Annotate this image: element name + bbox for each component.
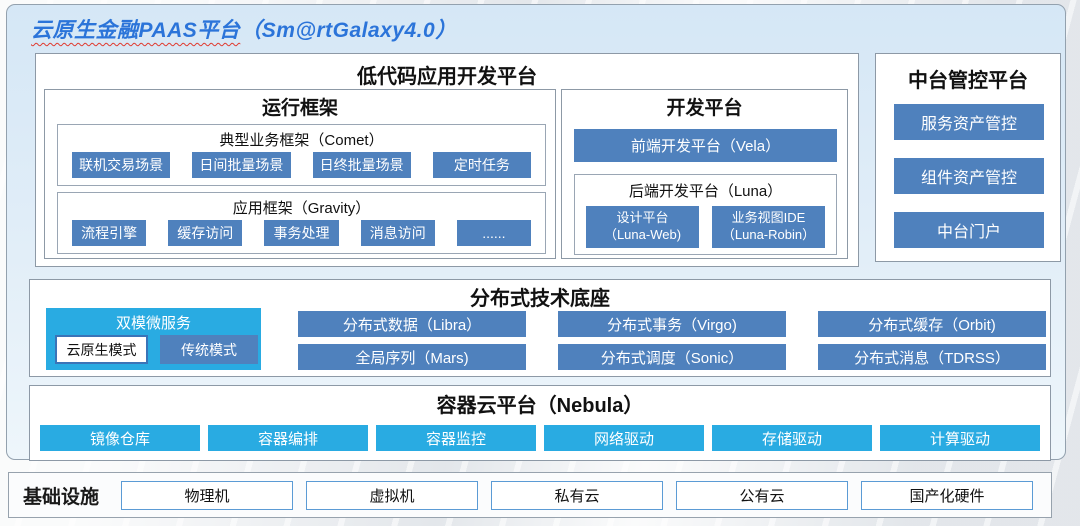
comet-framework-box: 典型业务框架（Comet） 联机交易场景 日间批量场景 日终批量场景 定时任务	[57, 124, 546, 186]
container-orchestration: 容器编排	[208, 425, 368, 451]
storage-driver: 存储驱动	[712, 425, 872, 451]
nebula-title: 容器云平台（Nebula）	[436, 395, 644, 417]
midplatform-title: 中台管控平台	[908, 70, 1028, 92]
image-registry: 镜像仓库	[40, 425, 200, 451]
luna-backend-title: 后端开发平台（Luna）	[628, 183, 783, 200]
infrastructure-box: 基础设施 物理机 虚拟机 私有云 公有云 国产化硬件	[8, 472, 1052, 518]
virtual-machine: 虚拟机	[306, 480, 479, 510]
page-title-main: 云原生金融PAAS平台	[31, 19, 241, 42]
vela-frontend-platform: 前端开发平台（Vela）	[574, 129, 837, 162]
lowcode-platform-title: 低代码应用开发平台	[357, 66, 537, 88]
gravity-item: 事务处理	[264, 220, 339, 246]
distributed-row-2: 全局序列（Mars) 分布式调度（Sonic） 分布式消息（TDRSS）	[298, 344, 1046, 370]
distributed-scheduler-sonic: 分布式调度（Sonic）	[558, 344, 786, 370]
cloud-native-mode: 云原生模式	[55, 335, 148, 364]
distributed-tech-base-box: 分布式技术底座 双模微服务 云原生模式 传统模式 分布式数据（Libra） 分布…	[29, 279, 1051, 377]
distributed-row-1: 分布式数据（Libra） 分布式事务（Virgo) 分布式缓存（Orbit)	[298, 311, 1046, 337]
gravity-item: 消息访问	[360, 220, 435, 246]
gravity-framework-box: 应用框架（Gravity） 流程引擎 缓存访问 事务处理 消息访问 ......	[57, 192, 546, 254]
luna-web-line2: （Luna-Web)	[603, 227, 682, 242]
midplatform-portal: 中台门户	[894, 212, 1044, 248]
dual-mode-title: 双模微服务	[115, 315, 191, 332]
nebula-container-cloud-box: 容器云平台（Nebula） 镜像仓库 容器编排 容器监控 网络驱动 存储驱动 计…	[29, 385, 1051, 461]
comet-item: 日间批量场景	[192, 152, 291, 178]
gravity-item-ellipsis: ......	[456, 220, 532, 246]
gravity-items-row: 流程引擎 缓存访问 事务处理 消息访问 ......	[58, 220, 545, 246]
runtime-framework-title: 运行框架	[261, 98, 338, 119]
page-title: 云原生金融PAAS平台（Sm@rtGalaxy4.0）	[31, 14, 457, 44]
distributed-tech-base-title: 分布式技术底座	[470, 288, 610, 310]
container-monitoring: 容器监控	[376, 425, 536, 451]
gravity-framework-title: 应用框架（Gravity）	[232, 200, 371, 217]
midplatform-control-box: 中台管控平台 服务资产管控 组件资产管控 中台门户	[875, 53, 1061, 262]
luna-items-row: 设计平台 （Luna-Web) 业务视图IDE （Luna-Robin）	[575, 206, 836, 248]
comet-item: 日终批量场景	[312, 152, 411, 178]
distributed-transaction-virgo: 分布式事务（Virgo)	[558, 311, 786, 337]
distributed-message-tdrss: 分布式消息（TDRSS）	[818, 344, 1046, 370]
luna-robin-line1: 业务视图IDE	[731, 210, 806, 226]
nebula-items-row: 镜像仓库 容器编排 容器监控 网络驱动 存储驱动 计算驱动	[30, 425, 1050, 451]
gravity-item: 流程引擎	[72, 220, 147, 246]
infrastructure-items-row: 物理机 虚拟机 私有云 公有云 国产化硬件	[121, 480, 1034, 510]
component-asset-control: 组件资产管控	[894, 158, 1044, 194]
dev-platform-box: 开发平台 前端开发平台（Vela） 后端开发平台（Luna） 设计平台 （Lun…	[561, 89, 848, 259]
page-title-version: （Sm@rtGalaxy4.0）	[240, 19, 457, 42]
private-cloud: 私有云	[491, 480, 664, 510]
comet-framework-title: 典型业务框架（Comet）	[219, 132, 384, 149]
luna-robin-business-ide: 业务视图IDE （Luna-Robin）	[712, 206, 825, 248]
comet-item: 联机交易场景	[72, 152, 171, 178]
luna-web-line1: 设计平台	[616, 210, 669, 226]
gravity-item: 缓存访问	[168, 220, 243, 246]
compute-driver: 计算驱动	[880, 425, 1040, 451]
distributed-data-libra: 分布式数据（Libra）	[298, 311, 526, 337]
network-driver: 网络驱动	[544, 425, 704, 451]
luna-web-design-platform: 设计平台 （Luna-Web)	[586, 206, 699, 248]
dual-mode-microservice-box: 双模微服务 云原生模式 传统模式	[46, 308, 261, 370]
lowcode-platform-box: 低代码应用开发平台 运行框架 典型业务框架（Comet） 联机交易场景 日间批量…	[35, 53, 859, 267]
comet-items-row: 联机交易场景 日间批量场景 日终批量场景 定时任务	[58, 152, 545, 178]
domestic-hardware: 国产化硬件	[861, 480, 1034, 510]
main-architecture-panel: 云原生金融PAAS平台（Sm@rtGalaxy4.0） 低代码应用开发平台 运行…	[6, 4, 1066, 461]
service-asset-control: 服务资产管控	[894, 104, 1044, 140]
runtime-framework-box: 运行框架 典型业务框架（Comet） 联机交易场景 日间批量场景 日终批量场景 …	[44, 89, 556, 259]
dev-platform-title: 开发平台	[666, 98, 743, 119]
luna-backend-box: 后端开发平台（Luna） 设计平台 （Luna-Web) 业务视图IDE （Lu…	[574, 174, 837, 255]
comet-item: 定时任务	[432, 152, 531, 178]
public-cloud: 公有云	[676, 480, 849, 510]
luna-robin-line2: （Luna-Robin）	[721, 227, 816, 242]
distributed-cache-orbit: 分布式缓存（Orbit)	[818, 311, 1046, 337]
distributed-items-grid: 分布式数据（Libra） 分布式事务（Virgo) 分布式缓存（Orbit) 全…	[298, 311, 1046, 377]
traditional-mode: 传统模式	[160, 335, 258, 364]
global-sequence-mars: 全局序列（Mars)	[298, 344, 526, 370]
infrastructure-title: 基础设施	[23, 486, 100, 508]
physical-machine: 物理机	[121, 480, 294, 510]
